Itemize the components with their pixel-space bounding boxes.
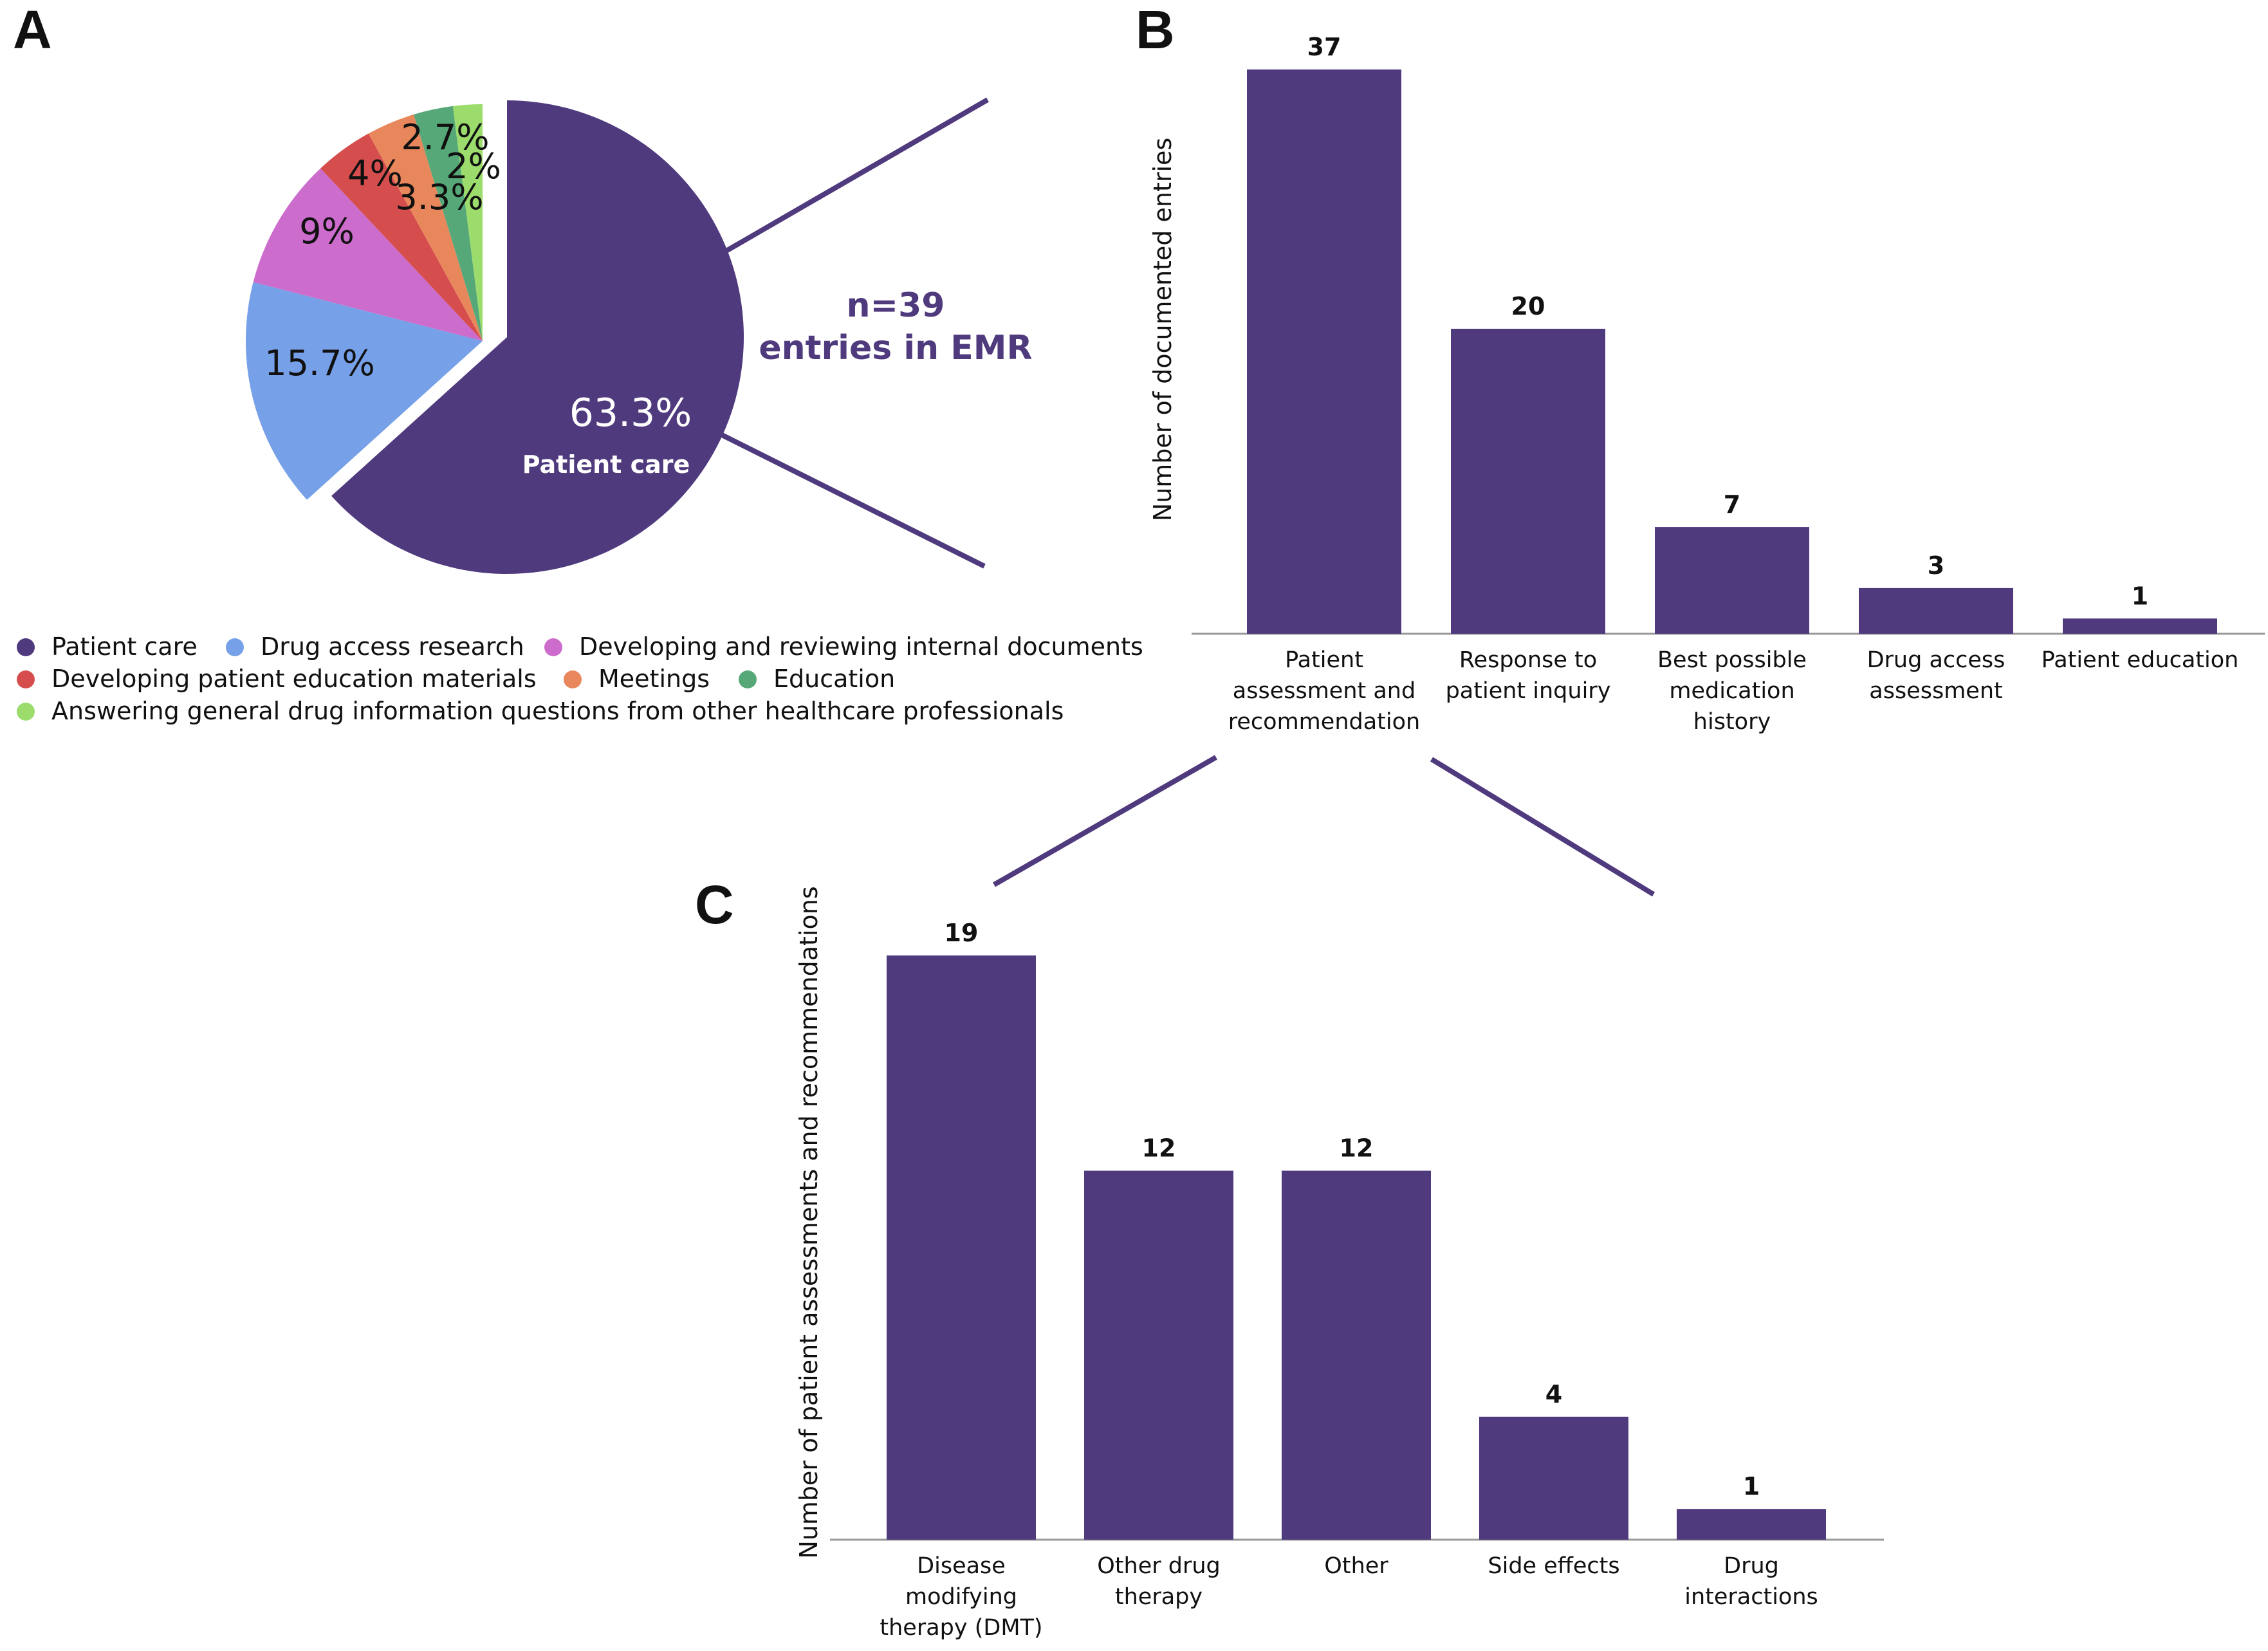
bar-value-drug-access-assessment: 3 <box>1928 551 1944 580</box>
pie-slice-answering-general-drug-information-questions-from-other-healthcare-professionals <box>452 104 483 341</box>
callout-count: n=39 <box>847 286 945 325</box>
bar-other-drug-therapy <box>1084 1170 1233 1540</box>
bar-value-patient-education: 1 <box>2132 582 2148 610</box>
bar-drug-interactions <box>1677 1509 1826 1540</box>
pie-label-drug-access-research: 15.7% <box>264 343 375 383</box>
pie-label-patient-care: 63.3% <box>569 391 692 436</box>
legend-marker-answering-general-drug-information-questions-from-other-healthcare-professionals <box>17 703 35 721</box>
legend-marker-patient-care <box>17 638 35 656</box>
connector-line-top <box>719 97 990 257</box>
pie-slice-meetings <box>368 114 483 341</box>
bar-value-best-possible-medication-history: 7 <box>1724 490 1740 519</box>
pie-slice-patient-care <box>331 100 744 574</box>
pie-label-answering-general-drug-information-questions-from-other-healthcare-professionals: 2% <box>446 146 501 187</box>
pie-labels: 63.3% 15.7% 9% 4%3.3% 2.7%2% Patient care <box>264 117 692 479</box>
legend-label-education: Education <box>773 665 895 693</box>
legend-marker-drug-access-research <box>226 638 244 656</box>
pie-slice-drug-access-research <box>245 282 483 500</box>
pie-label-meetings: 3.3% <box>395 177 483 217</box>
pie-slice-education <box>413 106 483 341</box>
legend-marker-meetings <box>564 670 582 688</box>
bar-patient-education <box>2063 618 2217 634</box>
legend-marker-developing-and-reviewing-internal-documents <box>544 638 562 656</box>
panel-label-c: C <box>695 874 734 935</box>
bar-other <box>1282 1170 1431 1540</box>
y-axis-title: Number of documented entries <box>1148 138 1177 521</box>
legend-marker-developing-patient-education-materials <box>17 670 35 688</box>
pie-chart <box>245 100 744 574</box>
legend-label-developing-patient-education-materials: Developing patient education materials <box>51 665 537 693</box>
bar-disease-modifying-therapy-dmt <box>887 955 1036 1540</box>
bar-response-to-patient-inquiry <box>1451 328 1605 634</box>
legend-label-patient-care: Patient care <box>51 632 198 661</box>
bar-best-possible-medication-history <box>1655 527 1809 634</box>
bar-side-effects <box>1479 1416 1628 1540</box>
pie-main-sublabel: Patient care <box>522 450 690 479</box>
category-label-patient-education: Patient education <box>2042 647 2239 673</box>
callout-caption: entries in EMR <box>759 329 1032 367</box>
y-axis-title: Number of patient assessments and recomm… <box>795 886 823 1558</box>
category-label-side-effects: Side effects <box>1488 1553 1619 1579</box>
pie-label-developing-patient-education-materials: 4% <box>347 153 403 194</box>
bar-value-side-effects: 4 <box>1545 1380 1562 1408</box>
pie-slice-developing-patient-education-materials <box>320 133 483 341</box>
legend-label-meetings: Meetings <box>598 665 710 693</box>
bar-value-patient-assessment-and-recommendation: 37 <box>1307 33 1341 61</box>
bar-value-other: 12 <box>1340 1134 1374 1163</box>
connector-line-bottom <box>719 432 986 569</box>
connector-line-left <box>993 755 1217 887</box>
bar-value-drug-interactions: 1 <box>1743 1472 1760 1500</box>
pie-slice-developing-and-reviewing-internal-documents <box>253 168 483 341</box>
legend-label-developing-and-reviewing-internal-documents: Developing and reviewing internal docume… <box>579 632 1143 661</box>
pie-label-education: 2.7% <box>401 117 489 158</box>
bar-value-response-to-patient-inquiry: 20 <box>1511 292 1545 320</box>
bar-drug-access-assessment <box>1859 587 2013 634</box>
category-label-other: Other <box>1324 1553 1388 1579</box>
panel-label-b: B <box>1136 0 1175 60</box>
connector-line-right <box>1430 757 1655 897</box>
pie-label-developing-and-reviewing-internal-documents: 9% <box>299 211 355 252</box>
panel-label-a: A <box>13 0 52 60</box>
legend-label-answering-general-drug-information-questions-from-other-healthcare-professionals: Answering general drug information quest… <box>51 697 1064 725</box>
bar-value-disease-modifying-therapy-dmt: 19 <box>945 919 979 947</box>
bar-patient-assessment-and-recommendation <box>1247 69 1401 634</box>
legend-marker-education <box>739 670 757 688</box>
legend-label-drug-access-research: Drug access research <box>261 632 524 661</box>
bar-value-other-drug-therapy: 12 <box>1142 1134 1176 1163</box>
